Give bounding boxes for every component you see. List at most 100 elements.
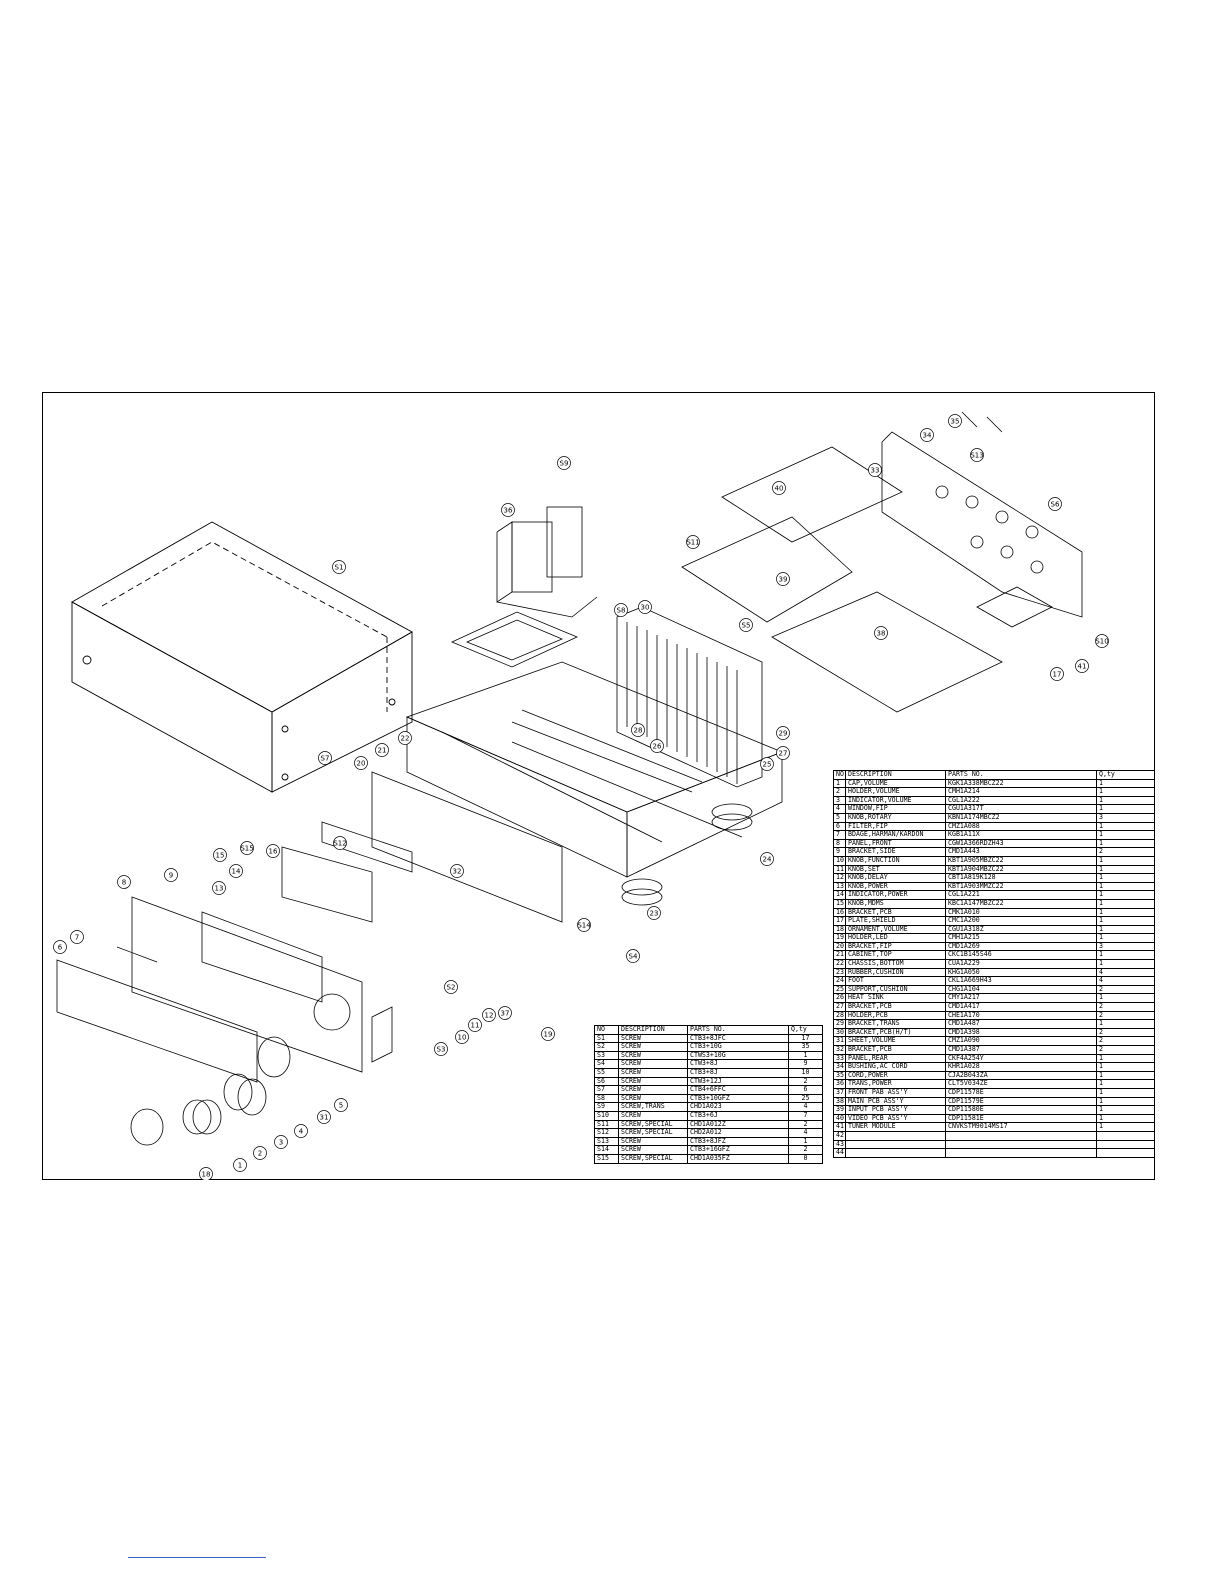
cell-no: S7 [594,1085,619,1095]
cell-description: SCREW [618,1110,688,1121]
cell-qty: 2 [1096,1010,1155,1021]
bracket-trans [451,611,578,668]
cell-no: 20 [833,941,846,952]
cell-parts-no: KBT1A905MBZC22 [945,855,1097,866]
cell-parts-no: CMD1A487 [945,1019,1097,1029]
cell-parts-no [945,1139,1097,1150]
col-parts-no: PARTS NO. [687,1025,789,1035]
svg-text:19: 19 [544,1030,553,1038]
cell-parts-no: CMZ1A090 [945,1036,1097,1046]
cell-description: SCREW [618,1136,688,1147]
callout-28: 28 [631,723,645,737]
cell-parts-no: CKF4A254Y [945,1053,1097,1064]
cell-no: 9 [833,847,846,857]
cell-parts-no: CDP11581E [945,1113,1097,1124]
cell-qty: 1 [1096,795,1155,806]
cell-qty: 1 [1096,898,1155,909]
cell-qty [1096,1130,1155,1141]
callout-7: 7 [70,930,84,944]
col-no: NO [833,770,846,780]
cell-parts-no: CTWS3+10G [687,1050,789,1061]
callout-S1: S1 [332,560,346,574]
callout-23: 23 [647,906,661,920]
svg-text:6: 6 [58,943,63,951]
svg-text:39: 39 [779,575,788,583]
svg-text:S14: S14 [577,921,591,929]
svg-text:41: 41 [1078,662,1087,670]
cell-no: S4 [594,1059,619,1069]
cell-parts-no: CDP11580E [945,1105,1097,1115]
cell-description: FOOT [845,976,946,986]
callout-17: 17 [1050,667,1064,681]
callout-18: 18 [199,1167,213,1180]
svg-text:13: 13 [215,884,224,892]
cell-no: 43 [833,1139,846,1150]
cell-qty: 2 [1096,1036,1155,1046]
cell-description: TRANS,POWER [845,1079,946,1089]
cell-qty: 1 [1096,1113,1155,1124]
cell-parts-no: CHD1A023 [687,1102,789,1112]
cell-description: SCREW,SPECIAL [618,1119,688,1130]
cell-description: BRACKET,FIP [845,941,946,952]
cell-no: S8 [594,1093,619,1104]
cell-description: CAP,VOLUME [845,778,946,789]
svg-text:5: 5 [339,1101,343,1109]
svg-text:31: 31 [320,1113,329,1121]
cell-qty: 2 [788,1076,823,1087]
svg-text:S3: S3 [437,1045,446,1053]
cell-parts-no: CGW1A366RDZH43 [945,838,1097,849]
svg-text:1: 1 [238,1161,242,1169]
callout-4: 4 [294,1124,308,1138]
cell-no: S5 [594,1067,619,1078]
callout-S5: S5 [739,618,753,632]
cell-parts-no: KBT1A903MMZC22 [945,881,1097,892]
cell-description: HOLDER,LED [845,933,946,943]
cell-qty: 3 [1096,812,1155,823]
callout-9: 9 [164,868,178,882]
cell-parts-no: KBT1A904MBZC22 [945,864,1097,875]
cell-description: KNOB,MDMS [845,898,946,909]
cell-parts-no: CGL1A221 [945,890,1097,900]
svg-text:10: 10 [458,1033,467,1041]
callout-S3: S3 [434,1042,448,1056]
callout-12: 12 [482,1008,496,1022]
cell-qty: 4 [1096,967,1155,978]
cell-description: CORD,POWER [845,1070,946,1081]
cell-qty: 1 [1096,804,1155,814]
cell-qty: 1 [1096,890,1155,900]
cell-description: BRACKET,PCB [845,907,946,918]
cell-no: S1 [594,1033,619,1044]
cell-parts-no: CMD1A417 [945,1002,1097,1012]
cell-parts-no: CTB3+6J [687,1110,789,1121]
cell-description: PANEL,REAR [845,1053,946,1064]
cell-parts-no: CDP11579E [945,1096,1097,1107]
callout-21: 21 [375,743,389,757]
main-parts-table: NO DESCRIPTION PARTS NO. Q,ty 1 CAP,VOLUM… [833,770,1155,1158]
cell-no: 35 [833,1070,846,1081]
cell-no: S13 [594,1136,619,1147]
callout-40: 40 [772,481,786,495]
cell-parts-no [945,1130,1097,1141]
cell-no: S14 [594,1145,619,1155]
svg-text:S6: S6 [1051,500,1060,508]
cell-parts-no: CTB3+10G [687,1042,789,1052]
main-pcb [771,591,1003,713]
main-table-header: NO DESCRIPTION PARTS NO. Q,ty [833,770,1155,780]
svg-text:7: 7 [75,933,79,941]
cell-description: KNOB,ROTARY [845,812,946,823]
cell-description [845,1148,946,1158]
svg-text:S8: S8 [617,606,626,614]
cell-qty: 3 [1096,941,1155,952]
cell-no: S11 [594,1119,619,1130]
